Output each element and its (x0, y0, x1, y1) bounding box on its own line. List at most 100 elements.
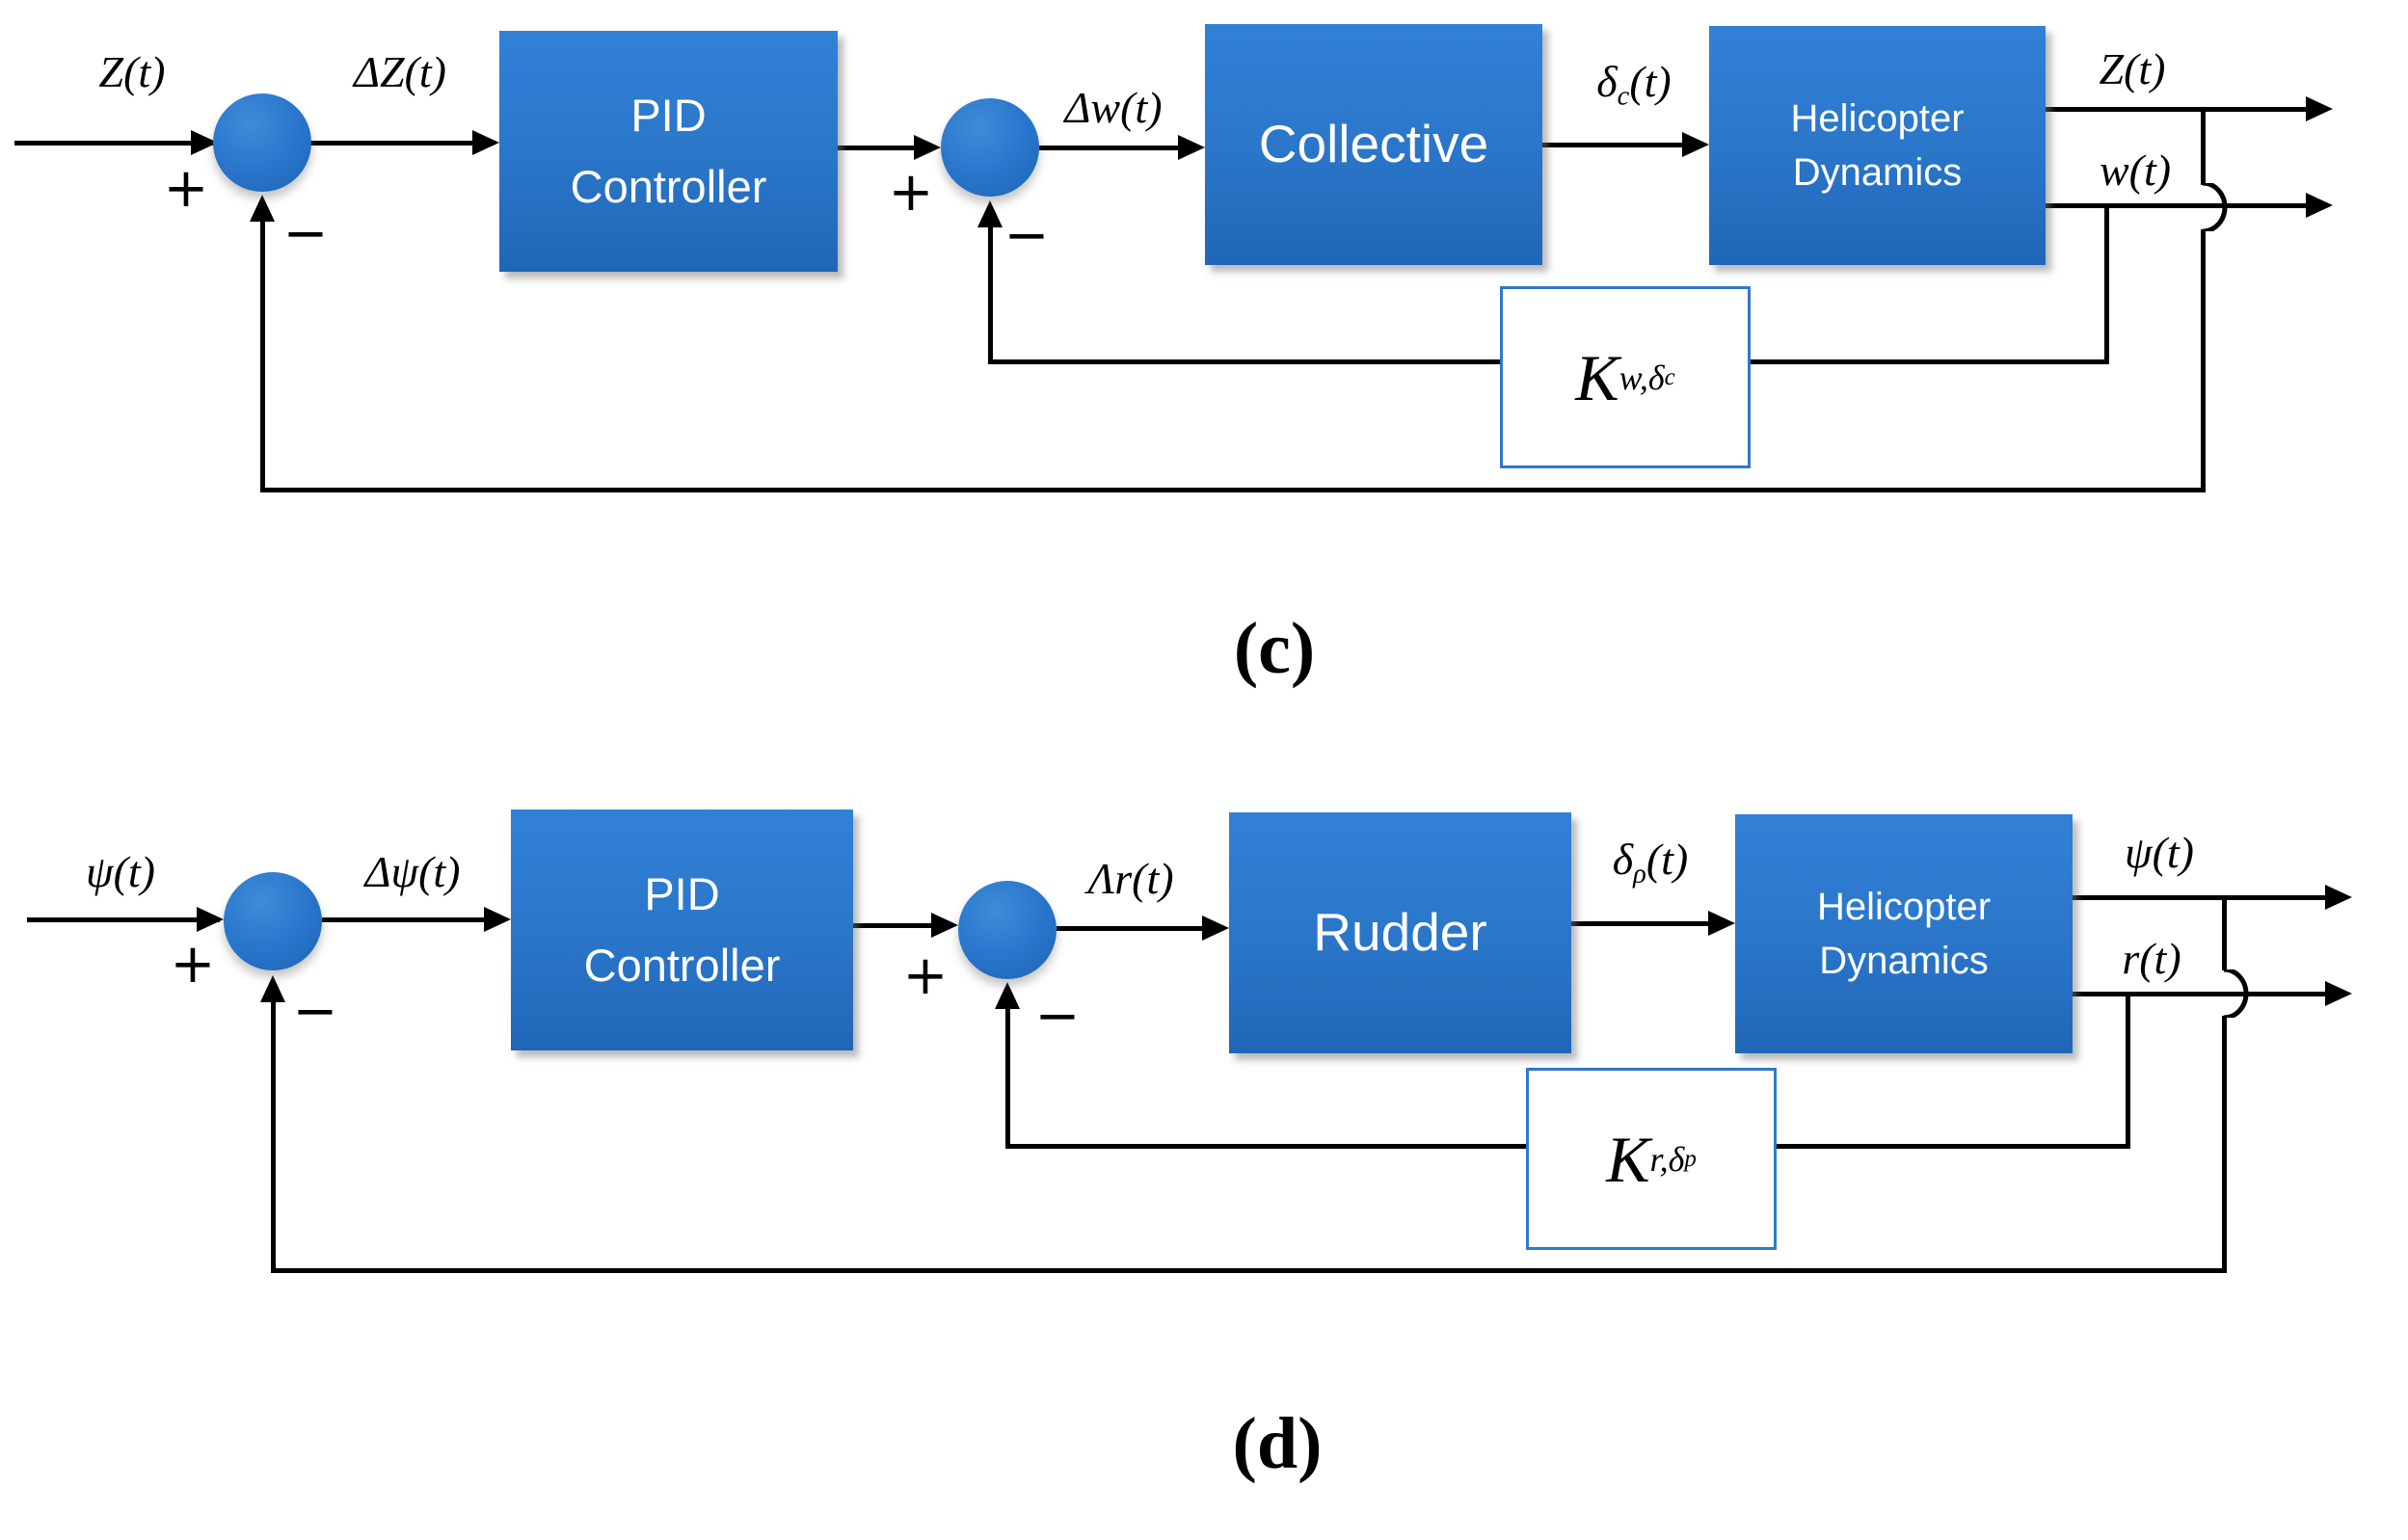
d-sum1-plus-sign: + (170, 933, 216, 996)
d-outer-feedback-vert-upper (2222, 897, 2227, 970)
c-output1-arrowhead-icon (2306, 96, 2333, 121)
d-delta-rest: (t) (1645, 835, 1689, 884)
d-plant-line2: Dynamics (1819, 940, 1989, 982)
d-control-arrowhead-icon (1202, 916, 1229, 941)
d-pid-line2: Controller (583, 940, 781, 991)
d-input-line (27, 917, 220, 922)
c-delta-arrowhead-icon (1682, 132, 1709, 157)
c-inner-feedback-vert (2104, 203, 2109, 363)
d-output1-arrowhead-icon (2325, 885, 2352, 910)
d-controller-out-line (853, 923, 933, 928)
c-outer-feedback-return-vert (260, 220, 265, 491)
c-sum2-plus-sign: + (888, 161, 934, 224)
d-input-signal-label: ψ(t) (86, 847, 155, 896)
d-sum1-minus-sign: − (292, 980, 338, 1043)
caption-d: (d) (1232, 1403, 1323, 1484)
c-sum2-minus-sign: − (1003, 204, 1050, 267)
c-gain-base: K (1575, 340, 1619, 414)
c-delta-line (1542, 143, 1686, 147)
c-plant-line2: Dynamics (1792, 151, 1963, 194)
d-sum2-minus-sign: − (1034, 985, 1081, 1048)
c-sum2-feedback-arrowhead-icon (977, 200, 1003, 227)
d-output1-signal-label: ψ(t) (2125, 828, 2194, 877)
d-delta-arrowhead-icon (1708, 911, 1735, 936)
c-pid-controller-block: PID Controller (499, 31, 838, 272)
d-outer-feedback-return-vert (271, 1000, 276, 1273)
d-plant-line1: Helicopter (1816, 886, 1992, 928)
c-outer-feedback-horiz (260, 488, 2206, 492)
d-inner-feedback-vert (2126, 992, 2130, 1148)
c-inner-feedback-return-vert (988, 226, 993, 363)
c-sum1-minus-sign: − (282, 202, 329, 265)
c-line-hop (2202, 183, 2228, 231)
d-rudder-block: Rudder (1229, 812, 1571, 1053)
d-output2-arrowhead-icon (2325, 981, 2352, 1006)
d-sum1-junction (224, 872, 322, 970)
c-delta-signal-label: δc(t) (1552, 53, 1716, 111)
c-pid-line1: PID (630, 89, 707, 141)
d-helicopter-dynamics-block: Helicopter Dynamics (1735, 814, 2073, 1053)
c-input-signal-label: Z(t) (98, 47, 166, 96)
d-sum2-junction (958, 881, 1057, 979)
d-pid-line1: PID (644, 867, 720, 919)
d-outer-feedback-vert-lower (2222, 1016, 2227, 1273)
c-output2-arrowhead-icon (2306, 193, 2333, 218)
d-delta-line (1571, 921, 1711, 926)
d-output1-line (2073, 895, 2327, 900)
d-delta-signal-label: δρ(t) (1568, 831, 1732, 889)
d-output2-line (2073, 992, 2327, 996)
c-collective-block: Collective (1205, 24, 1542, 265)
c-error-arrowhead-icon (472, 130, 499, 155)
caption-c: (c) (1233, 608, 1316, 689)
d-input-arrowhead-icon (197, 907, 224, 932)
c-helicopter-dynamics-block: Helicopter Dynamics (1709, 26, 2046, 265)
d-inner-feedback-return-vert (1005, 1007, 1010, 1146)
c-actuator-label: Collective (1258, 114, 1489, 174)
d-error-signal-label: Δψ(t) (364, 847, 461, 896)
c-sum1-junction (213, 93, 311, 192)
c-pid-line2: Controller (570, 161, 767, 212)
d-error-line (322, 917, 487, 922)
c-gain-sub: w,δ (1619, 358, 1665, 397)
c-sum1-feedback-arrowhead-icon (250, 195, 275, 222)
c-control-signal-label: Δw(t) (1064, 83, 1163, 132)
c-plant-line1: Helicopter (1790, 97, 1965, 140)
d-delta-sub: ρ (1633, 859, 1646, 889)
c-outer-feedback-vert-lower (2201, 229, 2206, 492)
d-outer-feedback-horiz (271, 1268, 2227, 1273)
d-pid-controller-block: PID Controller (511, 810, 853, 1050)
d-error-arrowhead-icon (484, 907, 511, 932)
c-control-arrowhead-icon (1178, 135, 1205, 160)
d-control-line (1057, 926, 1203, 931)
d-controller-out-arrowhead-icon (931, 913, 958, 938)
c-control-line (1039, 146, 1182, 150)
d-actuator-label: Rudder (1313, 902, 1487, 963)
d-output2-signal-label: r(t) (2122, 934, 2181, 983)
d-delta-base: δ (1612, 835, 1634, 884)
c-error-signal-label: ΔZ(t) (354, 47, 446, 96)
d-control-signal-label: Λr(t) (1087, 854, 1174, 903)
d-line-hop (2223, 969, 2249, 1018)
c-output2-line (2046, 203, 2308, 208)
c-gain-subsub: c (1664, 364, 1675, 390)
c-error-line (310, 141, 477, 146)
c-delta-sub: c (1617, 81, 1630, 112)
c-output1-line (2046, 107, 2308, 112)
c-delta-rest: (t) (1629, 57, 1672, 106)
d-gain-subsub: p (1684, 1146, 1697, 1172)
c-controller-out-arrowhead-icon (914, 135, 941, 160)
c-delta-base: δ (1596, 57, 1618, 106)
d-gain-sub: r,δ (1649, 1139, 1685, 1179)
c-sum1-plus-sign: + (163, 157, 209, 220)
c-sum2-junction (941, 98, 1039, 197)
c-output1-signal-label: Z(t) (2099, 44, 2166, 93)
d-sum2-plus-sign: + (902, 944, 949, 1007)
d-gain-base: K (1606, 1122, 1650, 1196)
d-sum2-feedback-arrowhead-icon (995, 982, 1020, 1009)
c-output2-signal-label: w(t) (2099, 146, 2172, 195)
c-controller-out-line (838, 146, 920, 150)
c-input-line (14, 141, 214, 146)
